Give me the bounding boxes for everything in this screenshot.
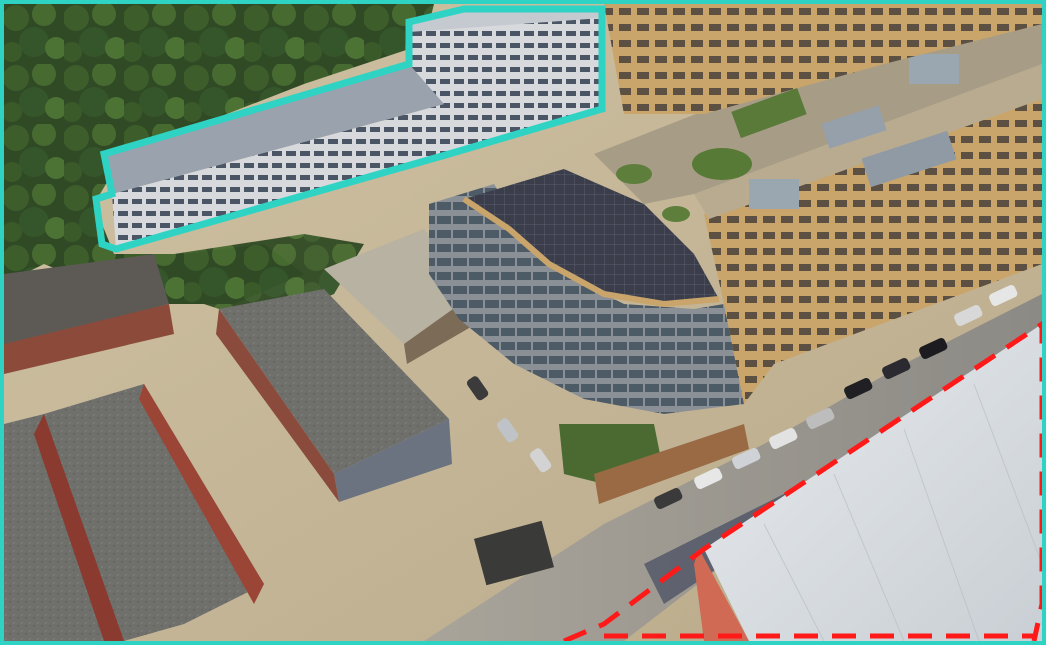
office-building-tower — [409, 14, 602, 154]
lower-left-warehouse-front — [139, 384, 264, 604]
warehouse-roof-lines — [763, 383, 1042, 641]
curved-building-facade — [429, 184, 744, 414]
row-houses — [4, 254, 169, 344]
middle-warehouse-side — [216, 309, 339, 502]
middle-warehouse-front — [334, 419, 452, 502]
tree-canopy — [4, 4, 434, 304]
gatehouse — [473, 520, 555, 586]
highlight-outline-solid — [92, 5, 606, 253]
lower-left-warehouse-wall — [34, 414, 124, 641]
office-building-front — [112, 104, 449, 249]
curved-building-roof — [464, 169, 719, 304]
office-tower-top — [409, 9, 602, 32]
middle-warehouse — [219, 289, 449, 474]
courtyard-wall — [594, 424, 749, 504]
office-building-roof — [104, 64, 444, 194]
roof-gardens — [616, 87, 807, 222]
roof-units — [749, 54, 959, 209]
curved-building-parapet — [462, 196, 720, 308]
lower-left-warehouse — [4, 384, 264, 641]
aerial-photo — [4, 4, 1042, 641]
warehouse-roof — [704, 324, 1042, 641]
parked-cars — [466, 284, 1018, 509]
row-houses-front — [4, 304, 174, 374]
street — [424, 294, 1042, 641]
apartment-block-front — [704, 94, 1042, 404]
top-apartment-block — [604, 4, 1042, 114]
warehouse-wall — [694, 549, 749, 641]
